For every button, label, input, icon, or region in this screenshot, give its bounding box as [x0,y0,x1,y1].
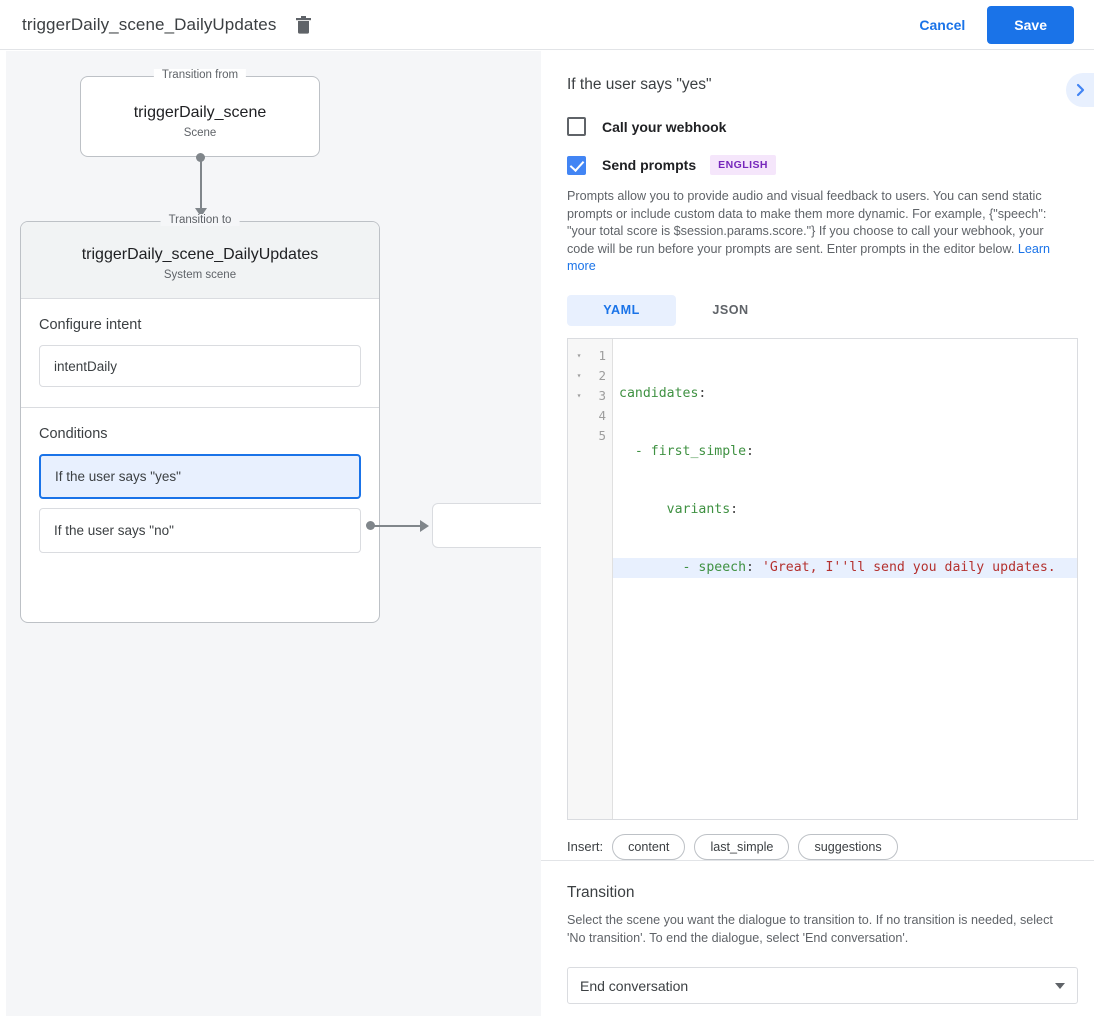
fold-toggle-icon[interactable]: ▾ [576,391,582,400]
chevron-down-icon [1055,982,1065,989]
transition-from-subtitle: Scene [183,127,217,139]
configure-intent-section: Configure intent intentDaily [21,299,379,407]
code-token-key: variants [619,501,731,517]
configure-intent-label: Configure intent [39,317,142,333]
condition-item-yes[interactable]: If the user says "yes" [39,454,361,499]
prompts-description: Prompts allow you to provide audio and v… [567,188,1068,276]
gutter-line: ▾2 [568,366,612,386]
panel-body: If the user says "yes" Call your webhook… [541,51,1094,860]
code-token-punc: : [746,559,762,575]
transition-description: Select the scene you want the dialogue t… [567,913,1053,945]
transition-from-title: triggerDaily_scene [133,104,267,121]
line-number: 2 [598,368,606,383]
conditions-label: Conditions [39,426,108,442]
prompts-checkbox-row[interactable]: Send prompts ENGLISH [567,155,1068,175]
code-token-key: candidates [619,385,699,401]
save-button[interactable]: Save [987,5,1074,44]
transition-to-node[interactable]: Transition to triggerDaily_scene_DailyUp… [20,214,380,623]
top-bar-actions: Cancel Save [903,5,1094,44]
tab-json[interactable]: JSON [712,303,749,317]
chevron-right-icon [1076,83,1084,97]
gutter-line: 4 [568,406,612,426]
editor-format-tabs: YAML JSON [567,294,1068,326]
learn-more-link[interactable]: Learn more [567,241,1051,274]
gutter-line: 5 [568,426,612,446]
send-prompts-label: Send prompts [602,157,697,173]
code-line: candidates: [613,384,1077,404]
prompt-code-editor[interactable]: ▾1 ▾2 ▾3 4 5 candidates: - first_simple:… [567,337,1078,820]
transition-to-legend: Transition to [160,214,240,226]
trash-icon [295,15,311,34]
transition-to-header: triggerDaily_scene_DailyUpdates System s… [21,222,379,299]
transition-to-subtitle: System scene [163,269,237,281]
gutter-line: ▾3 [568,386,612,406]
editor-gutter: ▾1 ▾2 ▾3 4 5 [568,338,613,819]
line-number: 1 [598,348,606,363]
code-line-active: - speech: 'Great, I''ll send you daily u… [613,557,1077,578]
condition-details-panel: If the user says "yes" Call your webhook… [541,51,1094,1016]
language-badge: ENGLISH [710,155,776,175]
transition-select-value: End conversation [580,977,689,994]
webhook-label: Call your webhook [602,118,727,135]
transition-select[interactable]: End conversation [567,967,1078,1004]
condition-connector-arrow-icon [420,520,429,532]
transition-from-node[interactable]: Transition from triggerDaily_scene Scene [80,69,320,157]
transition-title: Transition [567,884,635,901]
gutter-line: ▾1 [568,346,612,366]
webhook-checkbox[interactable] [567,117,586,136]
insert-chip-content[interactable]: content [612,833,686,860]
condition-connector-line [374,525,422,527]
code-line: variants: [613,500,1077,520]
code-token-key: - first_simple [619,443,747,459]
delete-button[interactable] [290,12,316,38]
page-title: triggerDaily_scene_DailyUpdates [22,14,277,34]
webhook-checkbox-row[interactable]: Call your webhook [567,117,1068,136]
transition-section: Transition Select the scene you want the… [541,884,1094,1004]
code-token-punc: : [746,443,754,459]
fold-toggle-icon[interactable]: ▾ [576,351,582,360]
insert-chip-last-simple[interactable]: last_simple [694,833,790,860]
line-number: 3 [598,388,606,403]
panel-heading: If the user says "yes" [567,76,712,93]
conditions-section: Conditions If the user says "yes" If the… [21,407,379,582]
send-prompts-checkbox[interactable] [567,155,586,175]
intent-input[interactable]: intentDaily [39,345,361,387]
scene-graph-canvas[interactable]: Transition from triggerDaily_scene Scene… [6,51,541,1016]
top-bar: triggerDaily_scene_DailyUpdates Cancel S… [0,0,1094,50]
insert-chip-suggestions[interactable]: suggestions [798,833,898,860]
transition-to-title: triggerDaily_scene_DailyUpdates [81,246,319,263]
code-token-punc: : [698,385,707,401]
connector-line [200,157,202,212]
transition-from-legend: Transition from [153,69,247,81]
code-line [613,616,1077,636]
panel-divider [541,860,1094,861]
prompts-description-text: Prompts allow you to provide audio and v… [567,189,1047,256]
code-token-punc: : [730,501,739,517]
condition-item-no[interactable]: If the user says "no" [39,508,361,553]
condition-connector-dot [366,521,375,530]
code-token-key: - speech [619,559,747,575]
next-node-card[interactable] [432,503,541,548]
expand-panel-button[interactable] [1066,73,1094,107]
cancel-button[interactable]: Cancel [903,8,981,42]
code-token-string: 'Great, I''ll send you daily updates. [761,559,1056,575]
line-number: 4 [598,408,606,423]
insert-chips-row: Insert: content last_simple suggestions [567,833,1068,860]
tab-yaml[interactable]: YAML [567,294,676,326]
insert-label: Insert: [567,839,604,854]
fold-toggle-icon[interactable]: ▾ [576,371,582,380]
line-number: 5 [598,428,606,443]
code-line: - first_simple: [613,442,1077,462]
editor-code-area[interactable]: candidates: - first_simple: variants: - … [613,339,1077,819]
connector-arrow-icon [195,208,207,217]
